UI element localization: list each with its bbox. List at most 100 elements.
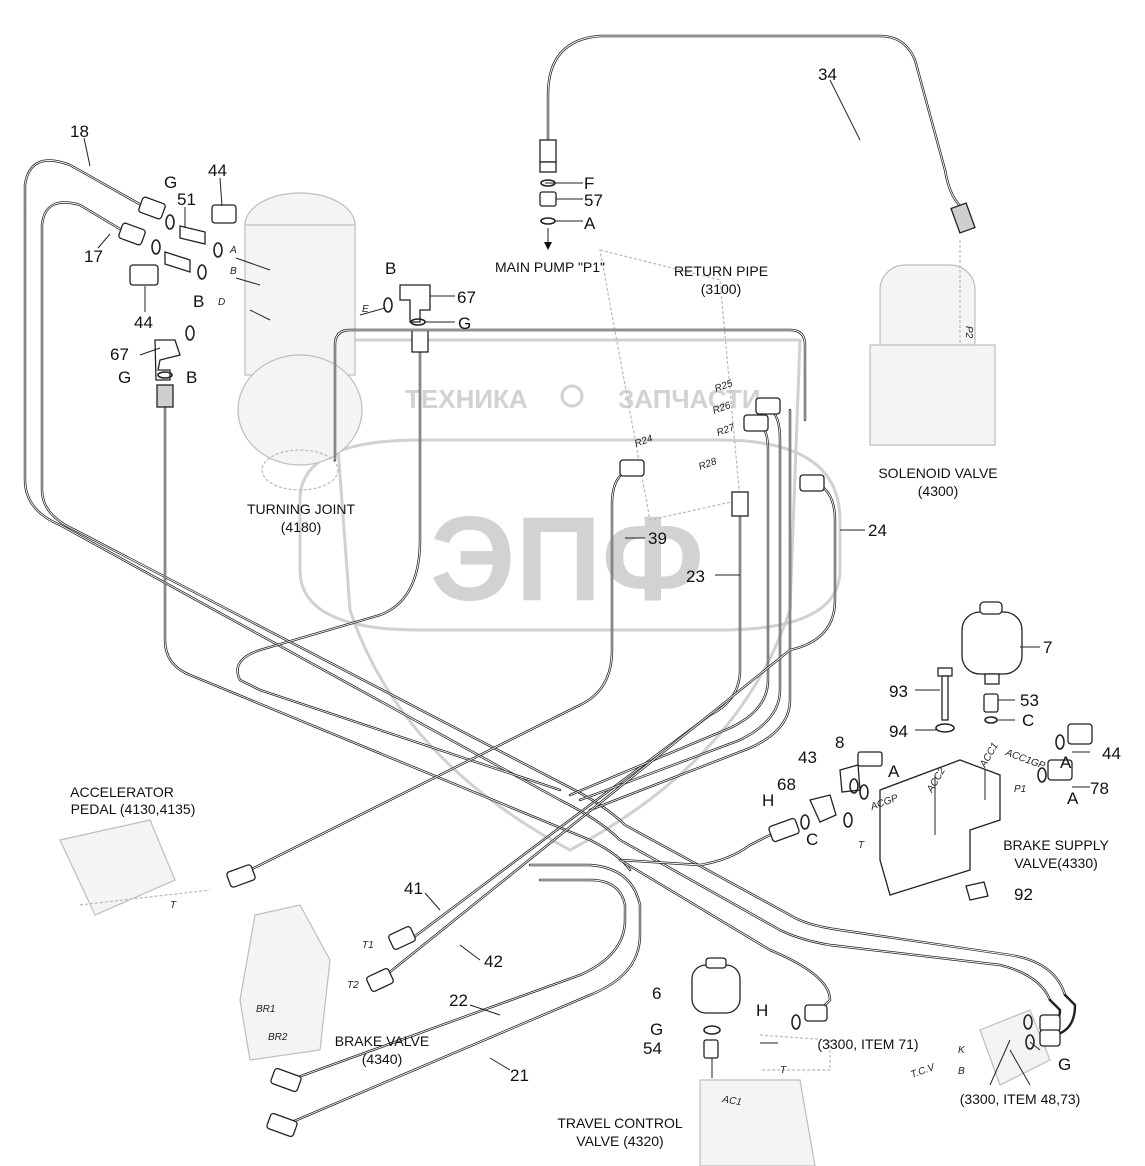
mark-R28: R28 (697, 456, 718, 473)
part-number-22: 22 (449, 991, 468, 1010)
pipe-21 (266, 863, 642, 1138)
letter-callouts: F A G B B G B G C A A A H C G H G (118, 173, 1079, 1074)
part-number-21: 21 (510, 1066, 529, 1085)
nut-92 (965, 881, 989, 901)
part-number-68: 68 (777, 775, 796, 794)
mark-K: K (958, 1045, 966, 1056)
mark-D: D (218, 297, 225, 308)
part-number-57: 57 (584, 191, 603, 210)
mark-BR2: BR2 (268, 1032, 288, 1043)
mark-A: A (229, 245, 237, 256)
mark-T: T (858, 840, 865, 851)
solenoid-valve-number: (4300) (918, 483, 958, 499)
main-pump-label: MAIN PUMP "P1" (495, 259, 605, 275)
accelerator-label: ACCELERATOR (70, 784, 174, 800)
callout-C: C (806, 830, 818, 849)
part-number-34: 34 (818, 65, 837, 84)
part-number-67: 67 (110, 345, 129, 364)
mark-BR1: BR1 (256, 1004, 275, 1015)
fitting-68 (800, 794, 853, 830)
callout-A: A (584, 214, 596, 233)
part-number-7: 7 (1043, 638, 1052, 657)
turning-joint-number: (4180) (281, 519, 321, 535)
fittings-tcv (791, 1014, 1035, 1050)
mark-AC1: AC1 (720, 1094, 742, 1108)
solenoid-valve-label: SOLENOID VALVE (878, 465, 997, 481)
mark-T1: T1 (362, 940, 374, 951)
part-number-17: 17 (84, 247, 103, 266)
part-number-41: 41 (404, 879, 423, 898)
mark-B: B (230, 266, 237, 277)
mark-B: B (958, 1066, 965, 1077)
turning-joint-label: TURNING JOINT (247, 501, 356, 517)
return-pipe-label: RETURN PIPE (674, 263, 768, 279)
part-number-54: 54 (643, 1039, 662, 1058)
watermark-right-text: ЗАПЧАСТИ (618, 384, 761, 414)
mark-E: E (362, 304, 369, 315)
pipe-tcv-bottom (618, 858, 832, 1022)
mark-T: T (780, 1065, 787, 1076)
tcv-number: VALVE (4320) (576, 1133, 663, 1149)
callout-A: A (1067, 789, 1079, 808)
fitting-53 (983, 693, 999, 724)
accumulator-7 (961, 601, 1023, 685)
pipe-22 (270, 878, 627, 1093)
callout-C: C (1022, 711, 1034, 730)
mark-P1: P1 (1014, 784, 1026, 795)
callout-H: H (756, 1001, 768, 1020)
pipe-34 (539, 34, 976, 234)
mark-ACC1: ACC1 (978, 741, 1001, 770)
brake-supply-number: VALVE(4330) (1014, 855, 1098, 871)
part-number-67: 67 (457, 288, 476, 307)
item-71-label: (3300, ITEM 71) (817, 1036, 918, 1052)
part-number-24: 24 (868, 521, 887, 540)
callout-B: B (193, 292, 204, 311)
part-numbers: 34 18 17 44 51 44 67 67 57 39 23 24 7 93… (70, 65, 1121, 1085)
mark-ACC1GP: ACC1GP (1003, 747, 1047, 772)
mark-P2: P2 (963, 326, 974, 339)
fitting-44-right (1037, 723, 1093, 783)
tcv-label: TRAVEL CONTROL (557, 1115, 682, 1131)
part-number-44: 44 (134, 313, 153, 332)
callout-G: G (118, 368, 131, 387)
part-number-42: 42 (484, 952, 503, 971)
brake-supply-label: BRAKE SUPPLY (1003, 837, 1109, 853)
watermark: ТЕХНИКА ЗАПЧАСТИ ЭПФ (298, 338, 842, 852)
pipe-tcv-right (1039, 993, 1077, 1047)
part-number-53: 53 (1020, 691, 1039, 710)
mark-T2: T2 (347, 980, 359, 991)
gear-icon (560, 384, 584, 408)
part-number-94: 94 (889, 722, 908, 741)
fittings-top-left (118, 196, 237, 381)
part-number-18: 18 (70, 122, 89, 141)
part-number-44: 44 (1102, 744, 1121, 763)
item-48-73-label: (3300, ITEM 48,73) (960, 1091, 1081, 1107)
part-number-23: 23 (686, 567, 705, 586)
component-labels: MAIN PUMP "P1" RETURN PIPE (3100) SOLENO… (70, 259, 1109, 1149)
part-number-51: 51 (177, 190, 196, 209)
pipe-67-top (236, 329, 562, 792)
pipe-return-loop (333, 328, 807, 462)
watermark-left-text: ТЕХНИКА (405, 384, 528, 414)
callout-G: G (650, 1020, 663, 1039)
brake-valve-number: (4340) (362, 1051, 402, 1067)
accelerator-pedal-ghost (59, 819, 211, 916)
pipe-18 (23, 159, 1052, 1002)
fittings-pump (539, 179, 557, 250)
accelerator-number: PEDAL (4130,4135) (71, 801, 196, 817)
callout-F: F (584, 174, 594, 193)
part-number-43: 43 (798, 748, 817, 767)
callout-H: H (762, 791, 774, 810)
part-number-8: 8 (835, 733, 844, 752)
brake-valve-label: BRAKE VALVE (335, 1033, 429, 1049)
callout-G: G (1058, 1055, 1071, 1074)
callout-G: G (458, 314, 471, 333)
callout-A: A (1060, 753, 1072, 772)
tcv-right-ghost (979, 1009, 1051, 1086)
part-number-39: 39 (648, 529, 667, 548)
turning-joint-ghost (237, 192, 363, 491)
solenoid-valve-ghost (869, 240, 996, 446)
callout-B: B (186, 368, 197, 387)
pipe-39 (226, 459, 645, 888)
